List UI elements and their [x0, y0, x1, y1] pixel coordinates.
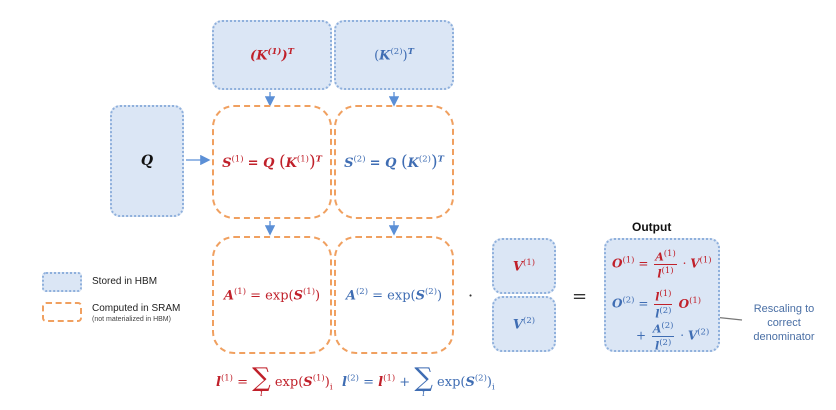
a1-block: A(1) = exp(S(1)) [212, 236, 332, 354]
a2-formula: A(2) = exp(S(2)) [345, 286, 443, 304]
k1-transpose-label: (K(1))T [250, 46, 294, 64]
output-block [604, 238, 720, 352]
s1-block: S(1) = Q (K(1))T [212, 105, 332, 219]
a1-formula: A(1) = exp(S(1)) [223, 286, 321, 304]
a2-block: A(2) = exp(S(2)) [334, 236, 454, 354]
k2-transpose-block: (K(2))T [334, 20, 454, 90]
annotation-line1: Rescaling to [753, 303, 815, 315]
v1-label: V(1) [512, 257, 536, 275]
rescaling-annotation: Rescaling to correct denominator [736, 302, 832, 344]
v2-label: V(2) [512, 315, 536, 333]
legend-sram-sublabel: (not materialized in HBM) [92, 316, 171, 323]
output-o2-formula: O(2) = l(1)l(2) O(1) [612, 289, 702, 321]
dot-operator: · [468, 286, 474, 305]
s2-block: S(2) = Q (K(2))T [334, 105, 454, 219]
equals-sign: = [572, 286, 588, 307]
k1-transpose-block: (K(1))T [212, 20, 332, 90]
v1-block: V(1) [492, 238, 556, 294]
v2-block: V(2) [492, 296, 556, 352]
legend-hbm-swatch [42, 272, 82, 292]
output-o2-second-term: + A(2)l(2) · V(2) [636, 321, 710, 353]
l2-formula: l(2) = l(1) + ∑i exp(S(2))i [342, 363, 495, 399]
q-label: Q [140, 153, 154, 169]
legend-sram-label: Computed in SRAM [92, 303, 181, 314]
q-block: Q [110, 105, 184, 217]
annotation-line3: denominator [753, 331, 815, 343]
annotation-line2: correct [767, 317, 801, 329]
l1-formula: l(1) = ∑i exp(S(1))i [216, 363, 333, 399]
s1-formula: S(1) = Q (K(1))T [222, 152, 322, 172]
output-o1-formula: O(1) = A(1)l(1) · V(1) [612, 249, 712, 281]
legend-hbm-label: Stored in HBM [92, 276, 158, 287]
legend-sram-swatch [42, 302, 82, 322]
k2-transpose-label: (K(2))T [374, 46, 414, 64]
s2-formula: S(2) = Q (K(2))T [344, 152, 444, 172]
output-title: Output [632, 220, 672, 234]
